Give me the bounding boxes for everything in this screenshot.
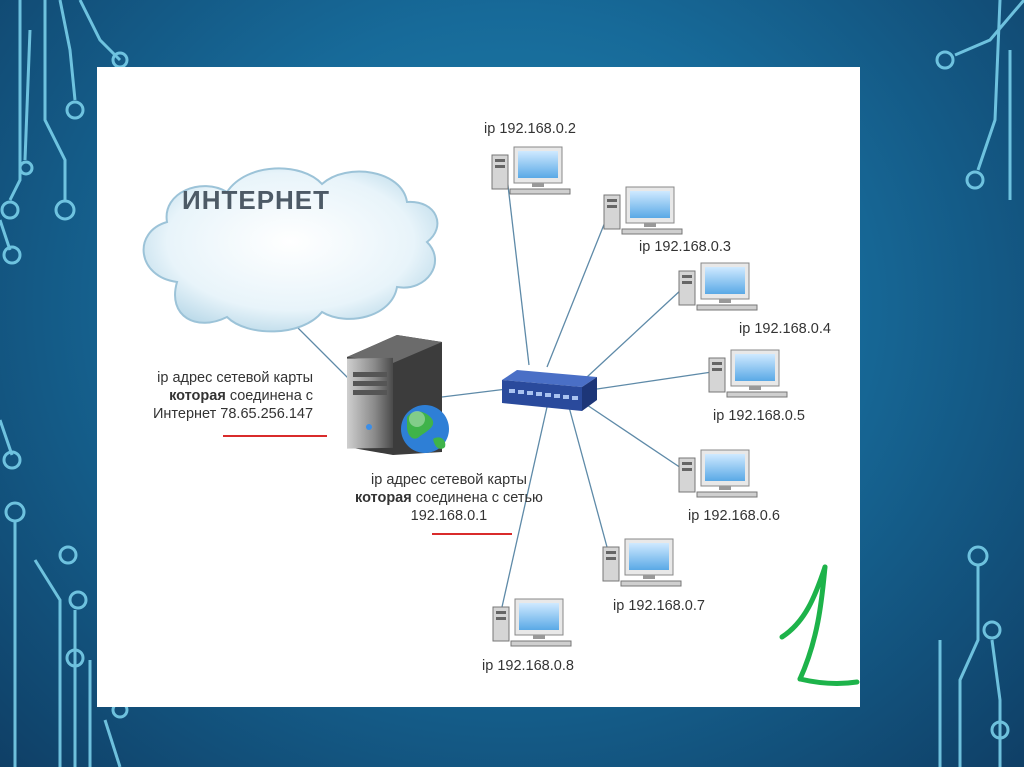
lan-label-underline bbox=[432, 533, 512, 535]
ip-label-pc8: ip 192.168.0.8 bbox=[482, 658, 574, 674]
server-label-line3: Интернет 78.65.256.147 bbox=[153, 406, 314, 422]
computer-icon-pc6 bbox=[678, 449, 758, 498]
lan-label-line1: ip адрес сетевой карты bbox=[371, 472, 527, 488]
computer-icon-pc8 bbox=[492, 598, 572, 647]
ip-label-pc5: ip 192.168.0.5 bbox=[713, 408, 805, 424]
lan-label-line2: которая соединена с сетью bbox=[355, 489, 543, 507]
ip-label-pc4: ip 192.168.0.4 bbox=[739, 321, 831, 337]
computer-icon-pc2 bbox=[491, 146, 571, 195]
lan-nic-label: ip адрес сетевой карты которая соединена… bbox=[355, 471, 543, 525]
lan-label-line2-rest: соединена с сетью bbox=[411, 490, 543, 506]
server-label-bold: которая bbox=[169, 388, 226, 404]
lan-label-line3: 192.168.0.1 bbox=[410, 508, 488, 524]
ip-label-pc6: ip 192.168.0.6 bbox=[688, 508, 780, 524]
computer-icon-pc5 bbox=[708, 349, 788, 398]
link-switch-pc6 bbox=[586, 404, 688, 473]
server-label-underline bbox=[223, 435, 327, 437]
handwritten-one-mark bbox=[779, 564, 860, 686]
computer-icon-pc3 bbox=[603, 186, 683, 235]
globe-icon bbox=[401, 405, 449, 453]
ip-label-pc7: ip 192.168.0.7 bbox=[613, 598, 705, 614]
internet-cloud-label: ИНТЕРНЕТ bbox=[182, 185, 331, 215]
network-switch-icon bbox=[502, 370, 597, 411]
link-switch-pc5 bbox=[596, 371, 713, 390]
link-switch-pc7 bbox=[568, 406, 608, 548]
network-diagram bbox=[142, 146, 860, 686]
link-switch-pc8 bbox=[501, 406, 548, 608]
link-server-switch bbox=[441, 388, 508, 398]
link-switch-pc2 bbox=[506, 176, 530, 366]
computer-icon-pc4 bbox=[678, 262, 758, 311]
server-label-line2: которая соединена с bbox=[153, 387, 313, 405]
server-label-line1: ip адрес сетевой карты bbox=[157, 370, 314, 386]
server-label-line2-rest: соединена с bbox=[225, 388, 314, 404]
computer-icon-pc7 bbox=[602, 538, 682, 587]
server-nic-label: ip адрес сетевой карты которая соединена… bbox=[153, 369, 313, 423]
link-switch-pc4 bbox=[586, 288, 683, 378]
lan-label-bold: которая bbox=[355, 490, 412, 506]
link-switch-pc3 bbox=[546, 216, 608, 368]
ip-label-pc3: ip 192.168.0.3 bbox=[639, 239, 731, 255]
ip-label-pc2: ip 192.168.0.2 bbox=[484, 121, 576, 137]
internet-cloud bbox=[142, 167, 439, 333]
diagram-slide: ИНТЕРНЕТ ip адрес сетевой карты которая … bbox=[97, 67, 860, 707]
